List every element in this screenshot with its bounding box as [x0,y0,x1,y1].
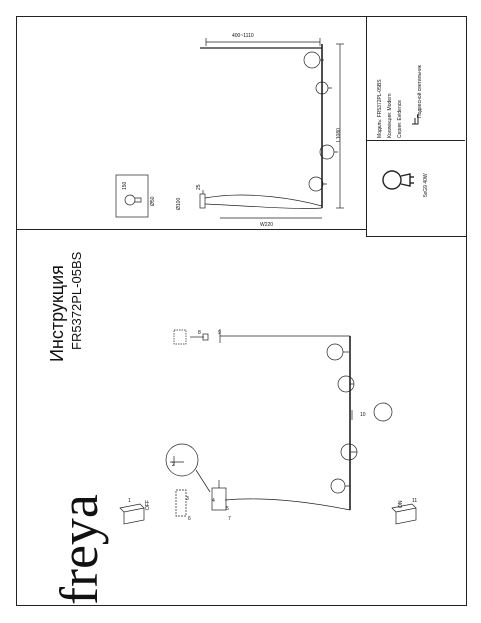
page-divider [16,229,366,230]
step-1: 1 [128,498,131,504]
switch-on-box [391,503,417,525]
bulb-size-box [115,174,149,218]
pendant-type-icon [412,114,419,125]
cable-top [204,194,323,207]
spec-divider [366,140,465,141]
page-frame [16,16,467,606]
step-4: 4 [212,498,215,504]
ceiling-anchor [173,329,187,345]
dim-top-span: 400~1110 [232,33,254,39]
step-5: 5 [226,506,229,512]
cable-bottom [224,498,351,511]
step-10: 10 [360,412,366,418]
step-8: 8 [198,330,201,336]
bulbs-bottom [326,343,393,494]
step-6: 6 [188,516,191,522]
step-11: 11 [412,498,418,504]
bulbs-top [303,51,338,192]
wiring-detail [165,443,199,477]
switch-off-box [119,503,145,525]
step-7: 7 [228,516,231,522]
bulb-size-icon [124,194,136,206]
step-9: 9 [218,330,221,336]
step-2: 2 [172,462,175,468]
spec-panel [366,16,467,237]
bulb-spec-icon [382,170,414,190]
step-3: 3 [186,496,189,502]
dim-width: W220 [260,222,274,228]
